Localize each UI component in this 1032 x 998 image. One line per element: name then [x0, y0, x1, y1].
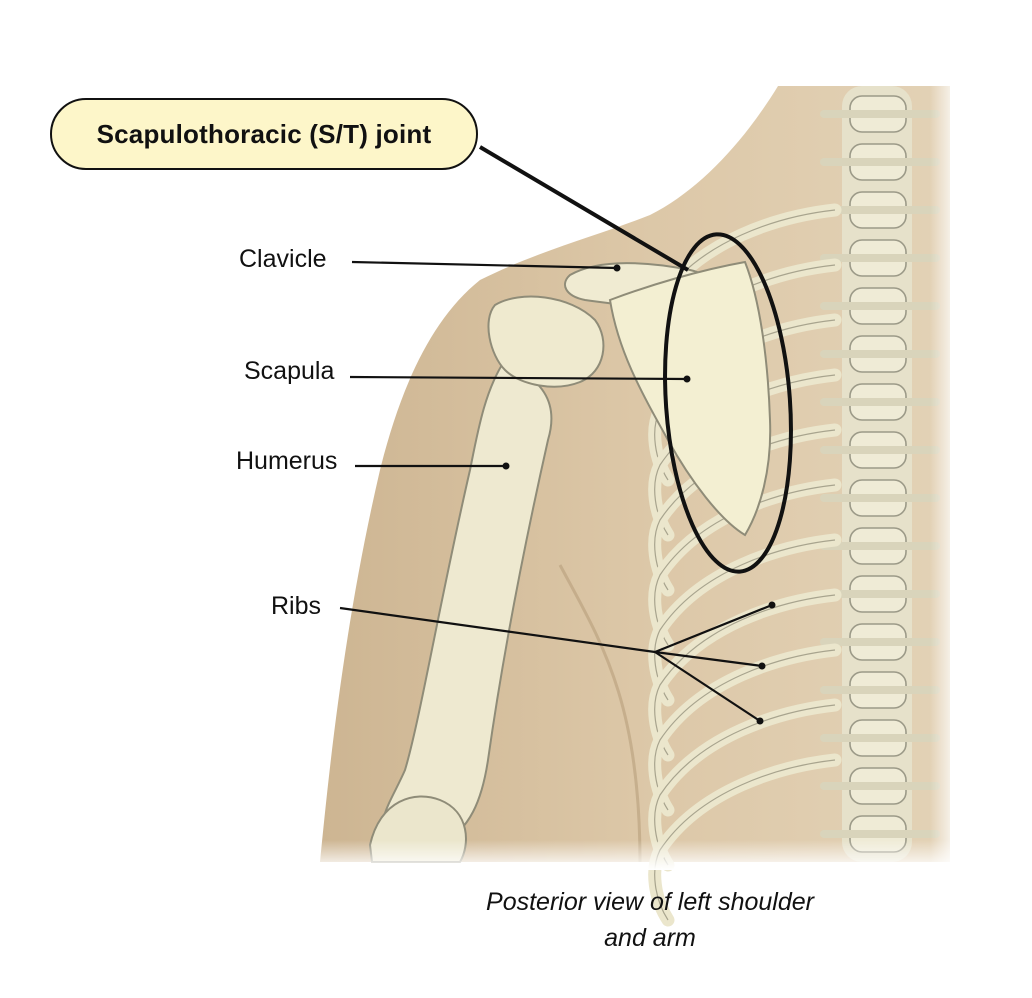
scapula-leader — [349, 375, 688, 381]
leader-lines — [339, 260, 776, 725]
callout-box: Scapulothoracic (S/T) joint — [50, 98, 478, 170]
label-scapula: Scapula — [244, 357, 335, 385]
rib-outline — [654, 539, 836, 701]
label-ribs: Ribs — [271, 592, 322, 620]
rib-outline — [654, 704, 836, 866]
caption-line-2: and arm — [604, 924, 696, 952]
clavicle-leader — [351, 260, 618, 270]
figure-caption: Posterior view of left shoulder and arm — [430, 884, 870, 956]
ribs-dot-1 — [768, 601, 776, 609]
caption-line-1: Posterior view of left shoulder — [486, 888, 814, 916]
label-humerus: Humerus — [236, 447, 338, 475]
spine — [842, 86, 912, 862]
vertebrae — [820, 95, 940, 853]
ribs-dot-2 — [758, 662, 766, 670]
arm-torso-crease — [558, 564, 642, 863]
rib-outline — [654, 759, 836, 921]
rib-outline — [654, 649, 836, 811]
rib-outline — [654, 484, 836, 646]
ribs-leader — [339, 606, 656, 654]
label-clavicle: Clavicle — [239, 245, 327, 273]
ribs-leader-branch-2 — [654, 650, 763, 668]
callout-leader-line — [478, 145, 690, 272]
ribs-leader-branch-1 — [654, 603, 773, 654]
right-edge-fade — [930, 80, 960, 870]
scapula-dot — [683, 375, 691, 383]
scapula-bone — [608, 260, 772, 537]
bottom-edge-fade — [300, 840, 960, 870]
scapulothoracic-joint-outline — [663, 232, 793, 574]
humerus-dot — [502, 462, 510, 470]
ribs-leader-branch-3 — [654, 651, 761, 722]
ribs-dot-3 — [756, 717, 764, 725]
callout-title: Scapulothoracic (S/T) joint — [96, 118, 432, 149]
rib-outline — [654, 594, 836, 756]
clavicle-dot — [613, 264, 621, 272]
